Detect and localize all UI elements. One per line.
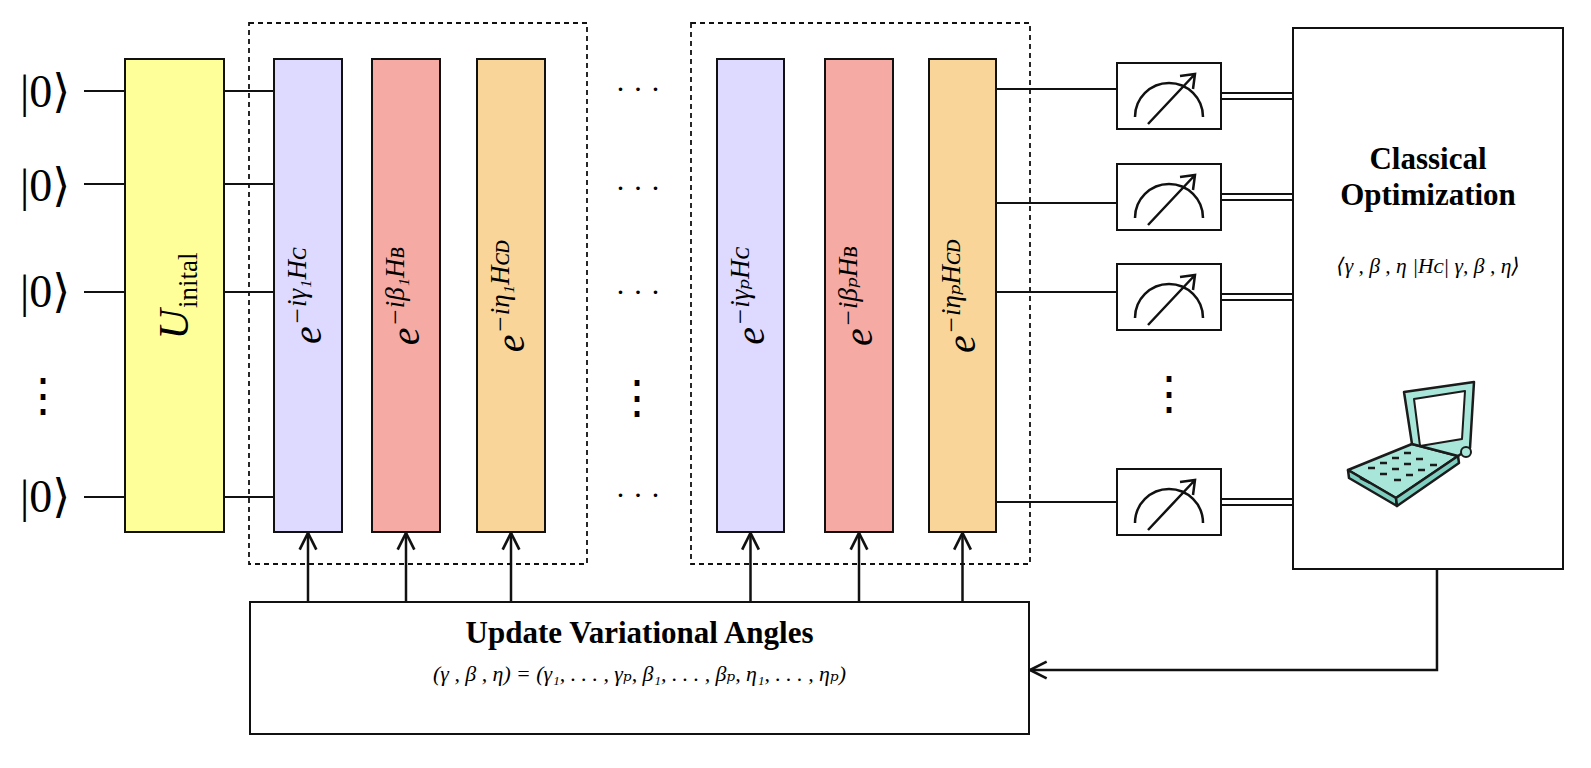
layer-group-frame [249,23,587,564]
operator-base: e [491,334,531,352]
classical-wire [1221,93,1292,505]
update-arrow [510,533,513,601]
meter-frame [1117,469,1221,535]
ellipsis-dots: · · · [616,173,661,203]
operator-base: e [288,326,328,344]
qubit-wire [997,89,1117,502]
operator-exponent: −iβ₁Hʙ [382,246,409,326]
operator-exponent: −iηₚHᴄᴅ [939,238,966,333]
rotated-label: e−iη₁Hᴄᴅ [491,239,531,352]
update-angles-box: Update Variational Angles (γ , β , η) = (… [249,601,1030,735]
qubit-wire [225,90,273,92]
ket-zero: |0⟩ [20,269,70,315]
ket-zero: |0⟩ [20,69,70,115]
formula-text: (γ , β , η) = (γ₁, . . . , γₚ, β₁, . . .… [251,661,1028,687]
operator-exponent: −iγ₁Hᴄ [284,247,311,324]
qubit-wire [225,291,273,293]
measurement-meter [1117,469,1221,535]
cost-gate: e −iγ₁Hᴄ [273,58,343,533]
box-heading: Update Variational Angles [251,615,1028,651]
meter-frame [1117,264,1221,330]
cost-gate: e−iγₚHᴄ [716,58,785,533]
update-arrow [858,533,861,601]
vertical-ellipsis: ⋮ [614,375,660,421]
measurement-meter [1117,264,1221,330]
rotated-label: e−iβ₁Hʙ [386,246,426,344]
ket-zero: |0⟩ [20,163,70,209]
rotated-label: e−iηₚHᴄᴅ [943,238,983,352]
update-arrow [405,533,408,601]
rotated-label: e−iβₚHʙ [839,246,879,346]
meter-needle [1148,480,1195,530]
laptop-base-edge [1348,470,1397,506]
laptop-screen [1414,391,1465,446]
mixer-gate: e−iβ₁Hʙ [371,58,441,533]
laptop-hinge [1461,447,1471,457]
ellipsis-dots: · · · [616,480,661,510]
operator-base: e [386,327,426,345]
layer-group-frame [691,23,1030,564]
operator-base: e [839,328,879,346]
ellipsis-dots: · · · [616,277,661,307]
update-arrow [307,533,310,601]
update-arrow [749,533,752,601]
qubit-wire [225,496,273,498]
formula-text: ⟨γ , β , η |Hᴄ| γ, β , η⟩ [1294,253,1562,279]
laptop-icon [1348,382,1474,506]
box-heading: Classical Optimization [1294,141,1562,213]
update-arrow [1030,570,1437,670]
operator-exponent: −iγₚHᴄ [727,247,754,326]
measurement-meter [1117,164,1221,230]
rotated-label: e−iγ₁Hᴄ [288,247,328,343]
operator-base: e [731,327,771,345]
operator-exponent: −iβₚHʙ [835,246,862,327]
ellipsis-dots: · · · [616,74,661,104]
rotated-label: Uinital [154,252,196,339]
laptop-keys [1360,453,1437,483]
meter-needle [1148,175,1195,225]
rotated-label: e−iγₚHᴄ [731,247,771,345]
laptop-lid [1404,382,1474,456]
classical-optimization-box: Classical Optimization ⟨γ , β , η |Hᴄ| γ,… [1292,27,1564,570]
vertical-ellipsis: ⋮ [20,373,66,419]
measurement-meter [1117,63,1221,129]
operator-base: U [154,309,196,339]
meter-needle [1148,275,1195,325]
operator-base: e [943,335,983,353]
meter-frame [1117,164,1221,230]
mixer-gate: e−iβₚHʙ [824,58,894,533]
meter-needle [1148,74,1195,124]
operator-exponent: −iη₁Hᴄᴅ [487,239,514,333]
qubit-wire [84,91,124,497]
ket-zero: |0⟩ [20,474,70,520]
initial-state-block: Uinital [124,58,225,533]
counterdiabatic-gate: e −iηₚHᴄᴅ [928,58,997,533]
meter-frame [1117,63,1221,129]
update-arrow [961,533,964,601]
operator-subscript: inital [176,252,203,308]
counterdiabatic-gate: e−iη₁Hᴄᴅ [476,58,546,533]
vertical-ellipsis: ⋮ [1146,371,1192,417]
qubit-wire [225,183,273,185]
